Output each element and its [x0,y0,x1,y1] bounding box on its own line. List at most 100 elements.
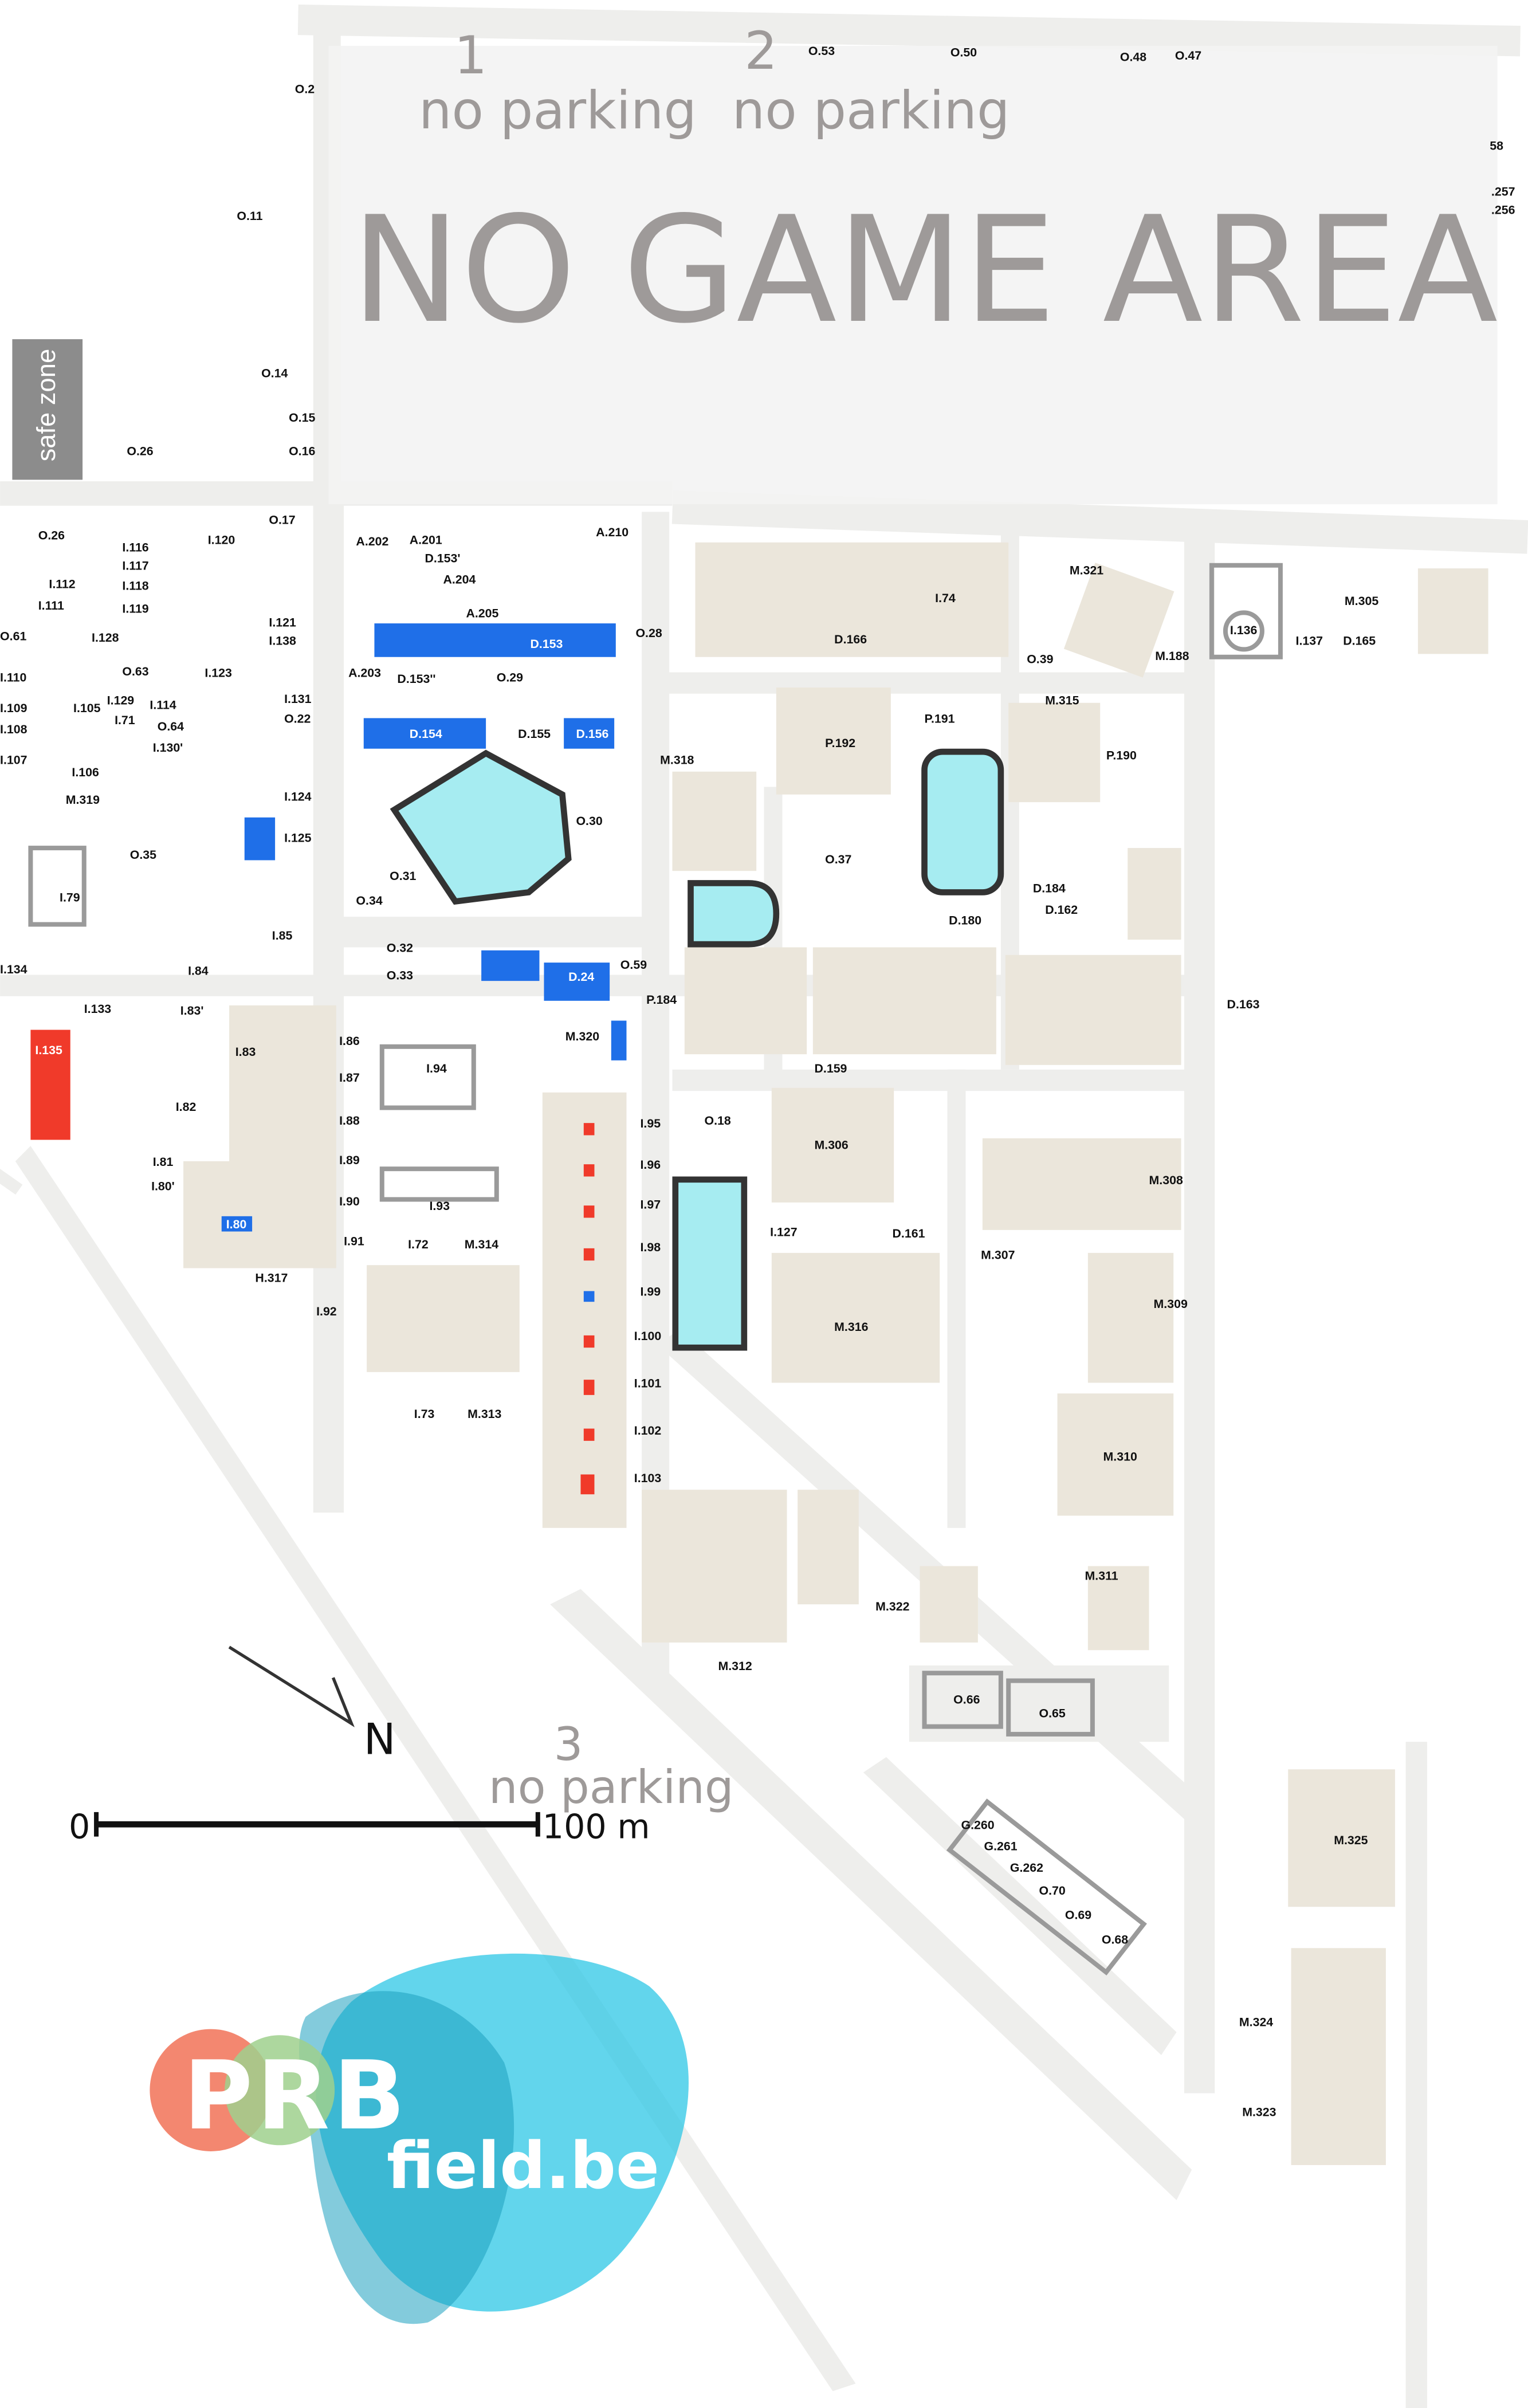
logo-letter-b: B [333,2041,405,2151]
label-o64: O.64 [158,720,184,733]
label-i121: I.121 [269,615,296,629]
label-o59: O.59 [620,958,647,972]
logo-domain: field.be [387,2129,659,2203]
label-o33: O.33 [387,968,413,982]
parking3-text: no parking [489,1761,734,1814]
label-i107: I.107 [0,753,27,767]
label-i111: I.111 [38,599,64,612]
label-i109: I.109 [0,701,28,715]
label-p191: P.191 [925,712,955,725]
label-58: 58 [1490,139,1503,152]
label-o69: O.69 [1065,1908,1091,1922]
label-o66: O.66 [953,1693,980,1707]
label-g261: G.261 [984,1840,1018,1853]
label-i96: I.96 [640,1158,661,1172]
safe-zone-box [12,339,83,480]
label-i120: I.120 [208,533,235,547]
label-m322: M.322 [875,1600,909,1613]
label-o16: O.16 [289,445,315,458]
label-i118: I.118 [122,579,148,592]
label-o47: O.47 [1175,49,1201,62]
building-labels: O.2 O.11 O.14 O.15 O.16 O.17 O.26 O.26 O… [0,44,1515,2119]
label-o29: O.29 [497,670,523,684]
label-d162: D.162 [1045,903,1078,917]
label-256: .256 [1491,203,1515,217]
label-m313: M.313 [468,1407,501,1421]
label-o70: O.70 [1039,1884,1066,1898]
label-p192: P.192 [825,736,855,750]
compass: N [228,1645,396,1765]
label-i86: I.86 [339,1034,360,1048]
label-d153: D.153 [530,637,563,651]
label-m321: M.321 [1070,564,1103,578]
label-m305: M.305 [1345,594,1378,608]
label-i84: I.84 [188,964,209,977]
label-i137: I.137 [1296,634,1323,647]
label-i80: I.80 [226,1217,247,1231]
label-o53: O.53 [808,44,835,58]
label-d180: D.180 [949,913,981,927]
logo-letter-p: P [183,2041,253,2151]
label-m188: M.188 [1155,649,1189,663]
label-o22: O.22 [284,712,311,725]
label-d165: D.165 [1343,634,1376,647]
label-i133: I.133 [84,1002,112,1016]
label-p190: P.190 [1106,748,1137,762]
label-m314: M.314 [465,1238,498,1251]
label-m310: M.310 [1103,1450,1137,1464]
label-i106: I.106 [72,765,99,779]
safe-zone-label: safe zone [32,349,61,462]
outline-structures [28,563,1283,1975]
label-i125: I.125 [284,831,312,844]
zone1-text: no parking [419,81,697,141]
label-i123: I.123 [205,666,232,679]
compass-n-label: N [364,1715,396,1765]
scale-bar: 0 100 m [69,1807,650,1846]
label-d166: D.166 [834,633,867,646]
label-i131: I.131 [284,692,312,706]
label-a202: A.202 [356,535,388,548]
label-d153pp: D.153'' [397,672,435,686]
label-m307: M.307 [981,1248,1015,1262]
label-i88: I.88 [339,1114,360,1128]
label-i116: I.116 [122,541,148,555]
label-o26a: O.26 [127,445,153,458]
label-i82: I.82 [176,1100,197,1114]
label-i128: I.128 [92,631,119,645]
label-a201: A.201 [410,533,442,547]
label-i71: I.71 [115,713,135,727]
label-m323: M.323 [1242,2105,1276,2119]
label-i103: I.103 [634,1471,662,1485]
label-i87: I.87 [339,1071,360,1085]
label-o15: O.15 [289,411,315,425]
label-i108: I.108 [0,722,28,736]
label-i93: I.93 [429,1199,450,1213]
label-d156: D.156 [576,727,608,741]
label-i98: I.98 [640,1240,661,1254]
label-o26b: O.26 [38,528,65,542]
label-i90: I.90 [339,1195,360,1208]
label-i72: I.72 [408,1238,429,1251]
label-i129: I.129 [107,693,135,707]
label-o50: O.50 [950,46,977,60]
label-i102: I.102 [634,1424,661,1437]
label-p184: P.184 [646,993,677,1007]
blue-structures [221,623,627,1302]
label-257: .257 [1491,184,1515,198]
label-m315: M.315 [1045,693,1079,707]
water-features [390,748,1004,1351]
label-i94: I.94 [426,1062,447,1075]
label-i110: I.110 [0,670,26,684]
label-d161: D.161 [893,1227,925,1240]
label-i112: I.112 [49,578,75,591]
scale-start: 0 [69,1807,90,1846]
label-g262: G.262 [1010,1861,1043,1875]
label-m309: M.309 [1154,1297,1188,1311]
label-g260: G.260 [961,1818,995,1832]
label-i74: I.74 [935,591,956,605]
label-i105: I.105 [73,701,101,715]
label-o18: O.18 [704,1114,730,1128]
no-game-area-title: NO GAME AREA [351,185,1499,356]
label-i101: I.101 [634,1377,662,1390]
